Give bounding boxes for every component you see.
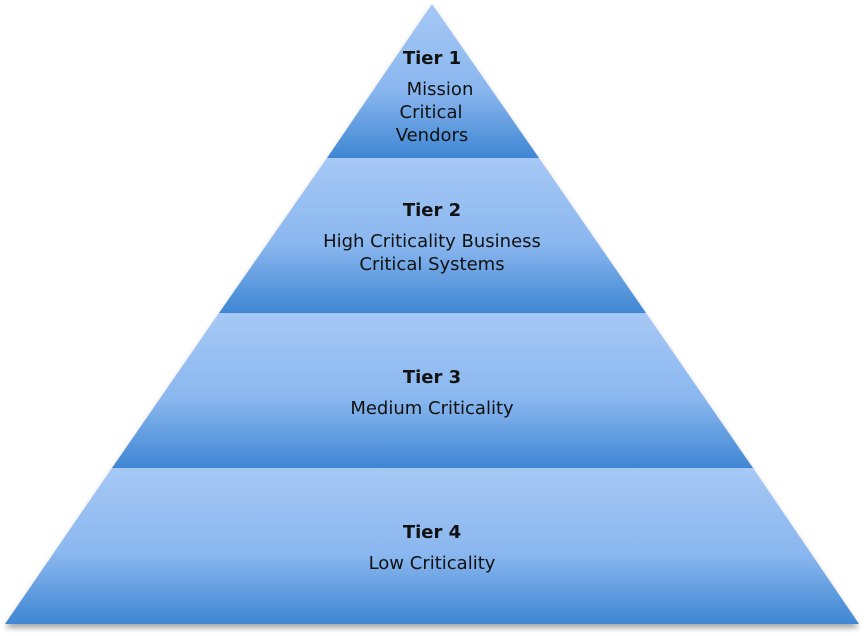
tier-1-desc-line-3: Vendors xyxy=(396,125,469,146)
tier-3-shape xyxy=(112,313,753,468)
tier-1-desc-line-1: Mission xyxy=(407,79,474,100)
tier-3-title: Tier 3 xyxy=(403,367,461,388)
tier-2-title: Tier 2 xyxy=(403,200,461,221)
tier-3-desc-line-1: Medium Criticality xyxy=(350,398,514,419)
tier-1-shape xyxy=(327,4,539,158)
tier-3-segment xyxy=(112,313,753,468)
tier-1-title: Tier 1 xyxy=(403,48,461,69)
tier-1-desc-line-2: Critical xyxy=(400,102,463,123)
tier-4-title: Tier 4 xyxy=(403,522,461,543)
tier-2-shape xyxy=(219,158,646,313)
tier-2-segment xyxy=(219,158,646,313)
tier-4-segment xyxy=(5,468,859,624)
tier-2-desc-line-1: High Criticality Business xyxy=(323,231,541,252)
tier-4-shape xyxy=(5,468,859,624)
tier-2-desc-line-2: Critical Systems xyxy=(359,254,504,275)
tier-1-segment xyxy=(327,4,539,158)
tier-4-desc-line-1: Low Criticality xyxy=(369,553,496,574)
